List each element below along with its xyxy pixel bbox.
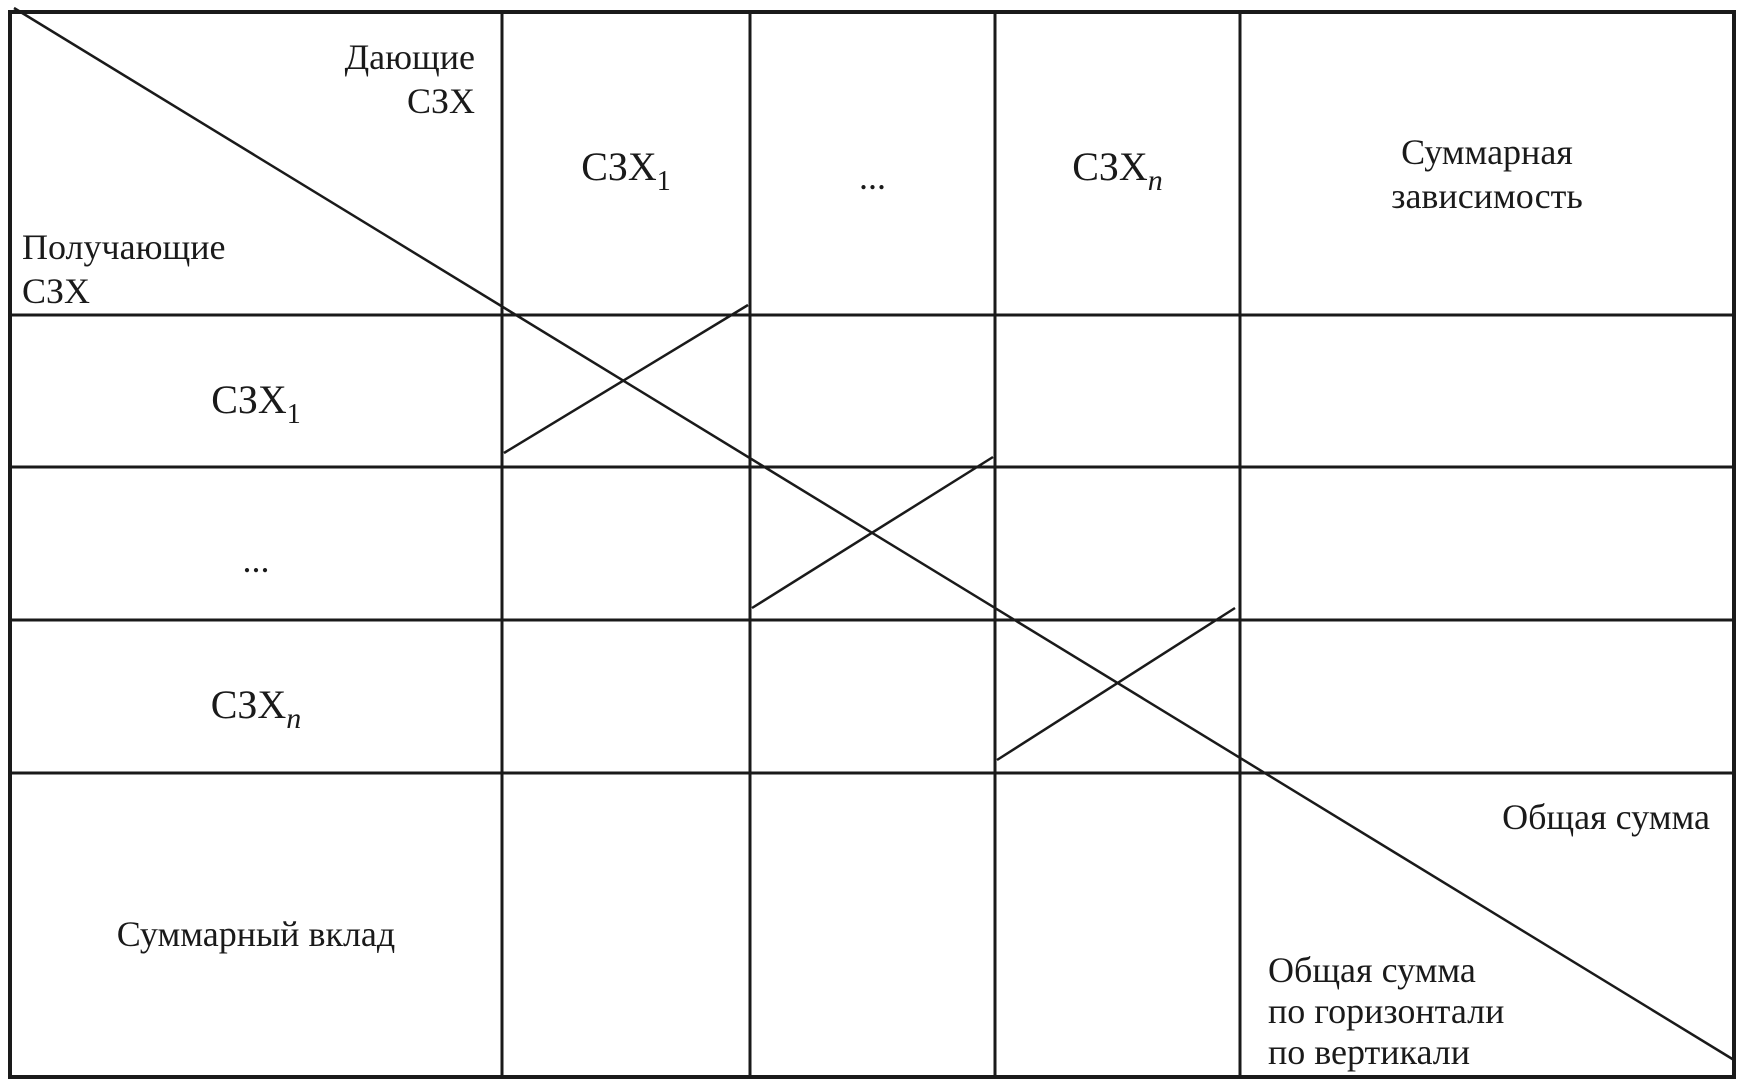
column-header-szh-1: СЗХ1 [502, 145, 750, 204]
row-header-szh-n-base: СЗХ [210, 682, 287, 727]
diagonal-cross-3 [996, 606, 1236, 762]
row-header-szh-n-subscript: n [286, 702, 302, 735]
diagonal-cross-1 [503, 303, 749, 455]
main-diagonal [13, 6, 1735, 1062]
column-header-szh-n: СЗХn [995, 145, 1240, 203]
row-header-szh-n: СЗХn [10, 683, 502, 741]
row-header-szh-1-subscript: 1 [286, 399, 301, 430]
column-header-ellipsis: ... [859, 157, 886, 197]
grand-total-breakdown: Общая сумма по горизонтали по вертикали [1268, 950, 1504, 1073]
table-border [8, 10, 1736, 1079]
header-giving-line2: СЗХ [406, 81, 475, 121]
row-header-ellipsis: ... [242, 540, 270, 580]
row-header-szh-1: СЗХ1 [10, 378, 502, 437]
row-header-total-contribution: Суммарный вклад [116, 914, 396, 954]
column-header-total-line2: зависимость [1391, 176, 1583, 216]
column-header-szh-1-base: СЗХ [581, 144, 657, 189]
grand-total-line2: по горизонтали [1268, 991, 1505, 1031]
column-header-szh-n-subscript: n [1147, 164, 1163, 197]
row-header-szh-1-base: СЗХ [211, 377, 287, 422]
header-receiving-line2: СЗХ [22, 271, 91, 311]
header-giving-line1: Дающие [344, 37, 475, 77]
diagonal-cross-2 [751, 455, 994, 610]
header-receiving-line1: Получающие [22, 227, 226, 267]
header-giving-label: Дающие СЗХ [270, 35, 475, 123]
column-header-szh-n-base: СЗХ [1072, 144, 1148, 189]
header-receiving-label: Получающие СЗХ [22, 225, 225, 313]
column-header-szh-1-subscript: 1 [656, 166, 671, 197]
grand-total-line3: по вертикали [1268, 1032, 1471, 1072]
grand-total-top: Общая сумма [1502, 797, 1710, 837]
grand-total-line1: Общая сумма [1268, 950, 1476, 990]
column-header-total-dependency: Суммарная зависимость [1240, 130, 1734, 218]
column-header-total-line1: Суммарная [1401, 132, 1573, 172]
